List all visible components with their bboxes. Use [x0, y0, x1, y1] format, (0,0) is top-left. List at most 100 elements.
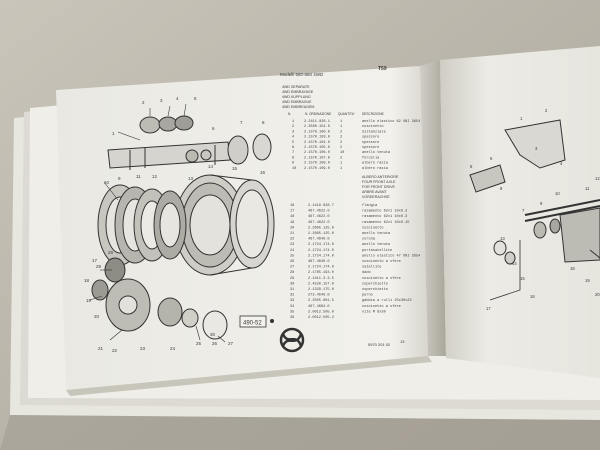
description: vite M 8x30: [362, 309, 386, 314]
diagram-callout: 22: [112, 348, 118, 353]
quantity: 1: [340, 167, 342, 171]
right-callout: 11: [585, 186, 590, 191]
diagram-callout: 21: [98, 346, 104, 351]
book-gutter: [420, 60, 446, 356]
description: albero rasia: [362, 166, 389, 171]
diagram-callout: 4: [176, 96, 179, 101]
right-callout: 18: [570, 266, 575, 271]
footer-page: 13: [400, 339, 405, 344]
description: perno: [362, 293, 373, 298]
column-header: N.: [288, 112, 291, 116]
part-number: 30: [290, 282, 294, 286]
diagram-callout: 26: [212, 341, 218, 346]
part-number: 16: [290, 204, 294, 208]
description: coperchietto: [362, 281, 388, 286]
diagram-callout: 24: [170, 346, 176, 351]
order-code: 2.1570.105.0: [304, 146, 330, 150]
quantity: 2: [340, 130, 342, 134]
part-number: 10: [292, 167, 296, 171]
order-code: 2.3560.154.0: [304, 125, 330, 129]
description: gabbia a rulli 25x30x22: [362, 298, 412, 303]
order-code: 2.1570.109.0: [304, 167, 330, 171]
order-code: 2.2505.001.5: [308, 299, 334, 303]
model-line: Modelli 580-880 4WD: [280, 72, 324, 77]
diagram-callout: 10: [104, 180, 110, 185]
quantity: 2: [340, 136, 342, 140]
order-code: 2.1724.174.0: [308, 249, 334, 253]
part-number: 34: [290, 305, 294, 309]
part-number: 24: [290, 249, 294, 253]
order-code: 467.4640.0: [308, 238, 330, 242]
order-code: 2.2605.125.0: [308, 226, 334, 230]
order-code: 2.1570.107.0: [304, 156, 330, 160]
right-callout: 4: [560, 161, 563, 166]
diagram-callout: 23: [140, 346, 146, 351]
order-code: 2.1724.174.0: [308, 266, 334, 270]
quantity: 2: [340, 156, 342, 160]
order-code: 2.1419.028.7: [308, 204, 334, 208]
diagram-callout: 19: [86, 298, 92, 303]
right-callout: 2: [545, 108, 548, 113]
right-callout: 12: [595, 176, 600, 181]
part-number: 18: [290, 215, 294, 219]
order-code: 467.4622.0: [308, 210, 330, 214]
planetary-set: [91, 257, 228, 340]
section-name: 4WD KUPPLUNG: [282, 95, 311, 99]
language-line: ARBRE AVANT: [362, 190, 387, 194]
diagram-callout: 8: [262, 120, 265, 125]
section-name: 4WD SEPARATE: [282, 85, 310, 89]
order-code: 2.2411.028.1: [304, 120, 330, 124]
part-number: 36: [290, 316, 294, 320]
language-line: VORDERACHSE: [362, 195, 390, 199]
description: satellite: [362, 265, 381, 270]
part-number: 1: [292, 120, 294, 124]
quantity: 1: [340, 125, 342, 129]
quantity: 10: [340, 151, 344, 155]
exploded-diagram: [89, 103, 275, 343]
order-code: 2.1570.106.0: [304, 151, 330, 155]
right-callout: 6: [490, 156, 493, 161]
diagram-callout: 7: [240, 120, 243, 125]
leader-lines: [89, 103, 226, 343]
diagram-callout: 6: [212, 126, 215, 131]
diagram-callout: 29: [96, 264, 102, 269]
part-number: 28: [290, 271, 294, 275]
right-callout: 16: [530, 294, 535, 299]
diagram-callout: 1: [112, 131, 115, 136]
description: anello elastico 62 UNI 3654: [362, 119, 420, 124]
order-code: 2.0012.505.0: [308, 310, 334, 314]
diagram-callout: 11: [136, 174, 141, 179]
order-code: 273.4640.0: [308, 294, 330, 298]
order-code: 2.0012.505.2: [308, 316, 334, 320]
part-number: 17: [290, 210, 294, 214]
description: cuscinetto a sfere: [362, 276, 401, 281]
description: corona: [362, 237, 376, 242]
order-code: 2.1570.108.0: [304, 162, 330, 166]
description: cuscinetto: [362, 124, 384, 129]
right-callout: 13: [500, 236, 505, 241]
part-number: 6: [292, 146, 294, 150]
right-page-diagram: [469, 119, 600, 301]
diagram-callout: 25: [196, 341, 202, 346]
clutch-discs: [97, 184, 187, 266]
part-number: 33: [290, 299, 294, 303]
publisher-logo: [279, 327, 305, 353]
description: rasamento 62x1 10x0.15: [362, 220, 409, 225]
order-code: 2.1724.174.0: [308, 254, 334, 258]
diagram-callout: 18: [84, 278, 90, 283]
part-number: 8: [292, 156, 294, 160]
description: dado: [362, 270, 371, 275]
diagram-callout: 14: [208, 164, 214, 169]
right-callout: 7: [522, 208, 525, 213]
right-callout: 14: [512, 261, 517, 266]
part-number: 5: [292, 141, 294, 145]
diagram-callout: 2: [142, 100, 145, 105]
description: cuscinetto a sfere: [362, 259, 401, 264]
right-callout: 20: [595, 292, 600, 297]
part-number: 31: [290, 288, 294, 292]
part-number: 3: [292, 130, 294, 134]
section-name: 4WD EMBRAGUE: [282, 100, 312, 104]
